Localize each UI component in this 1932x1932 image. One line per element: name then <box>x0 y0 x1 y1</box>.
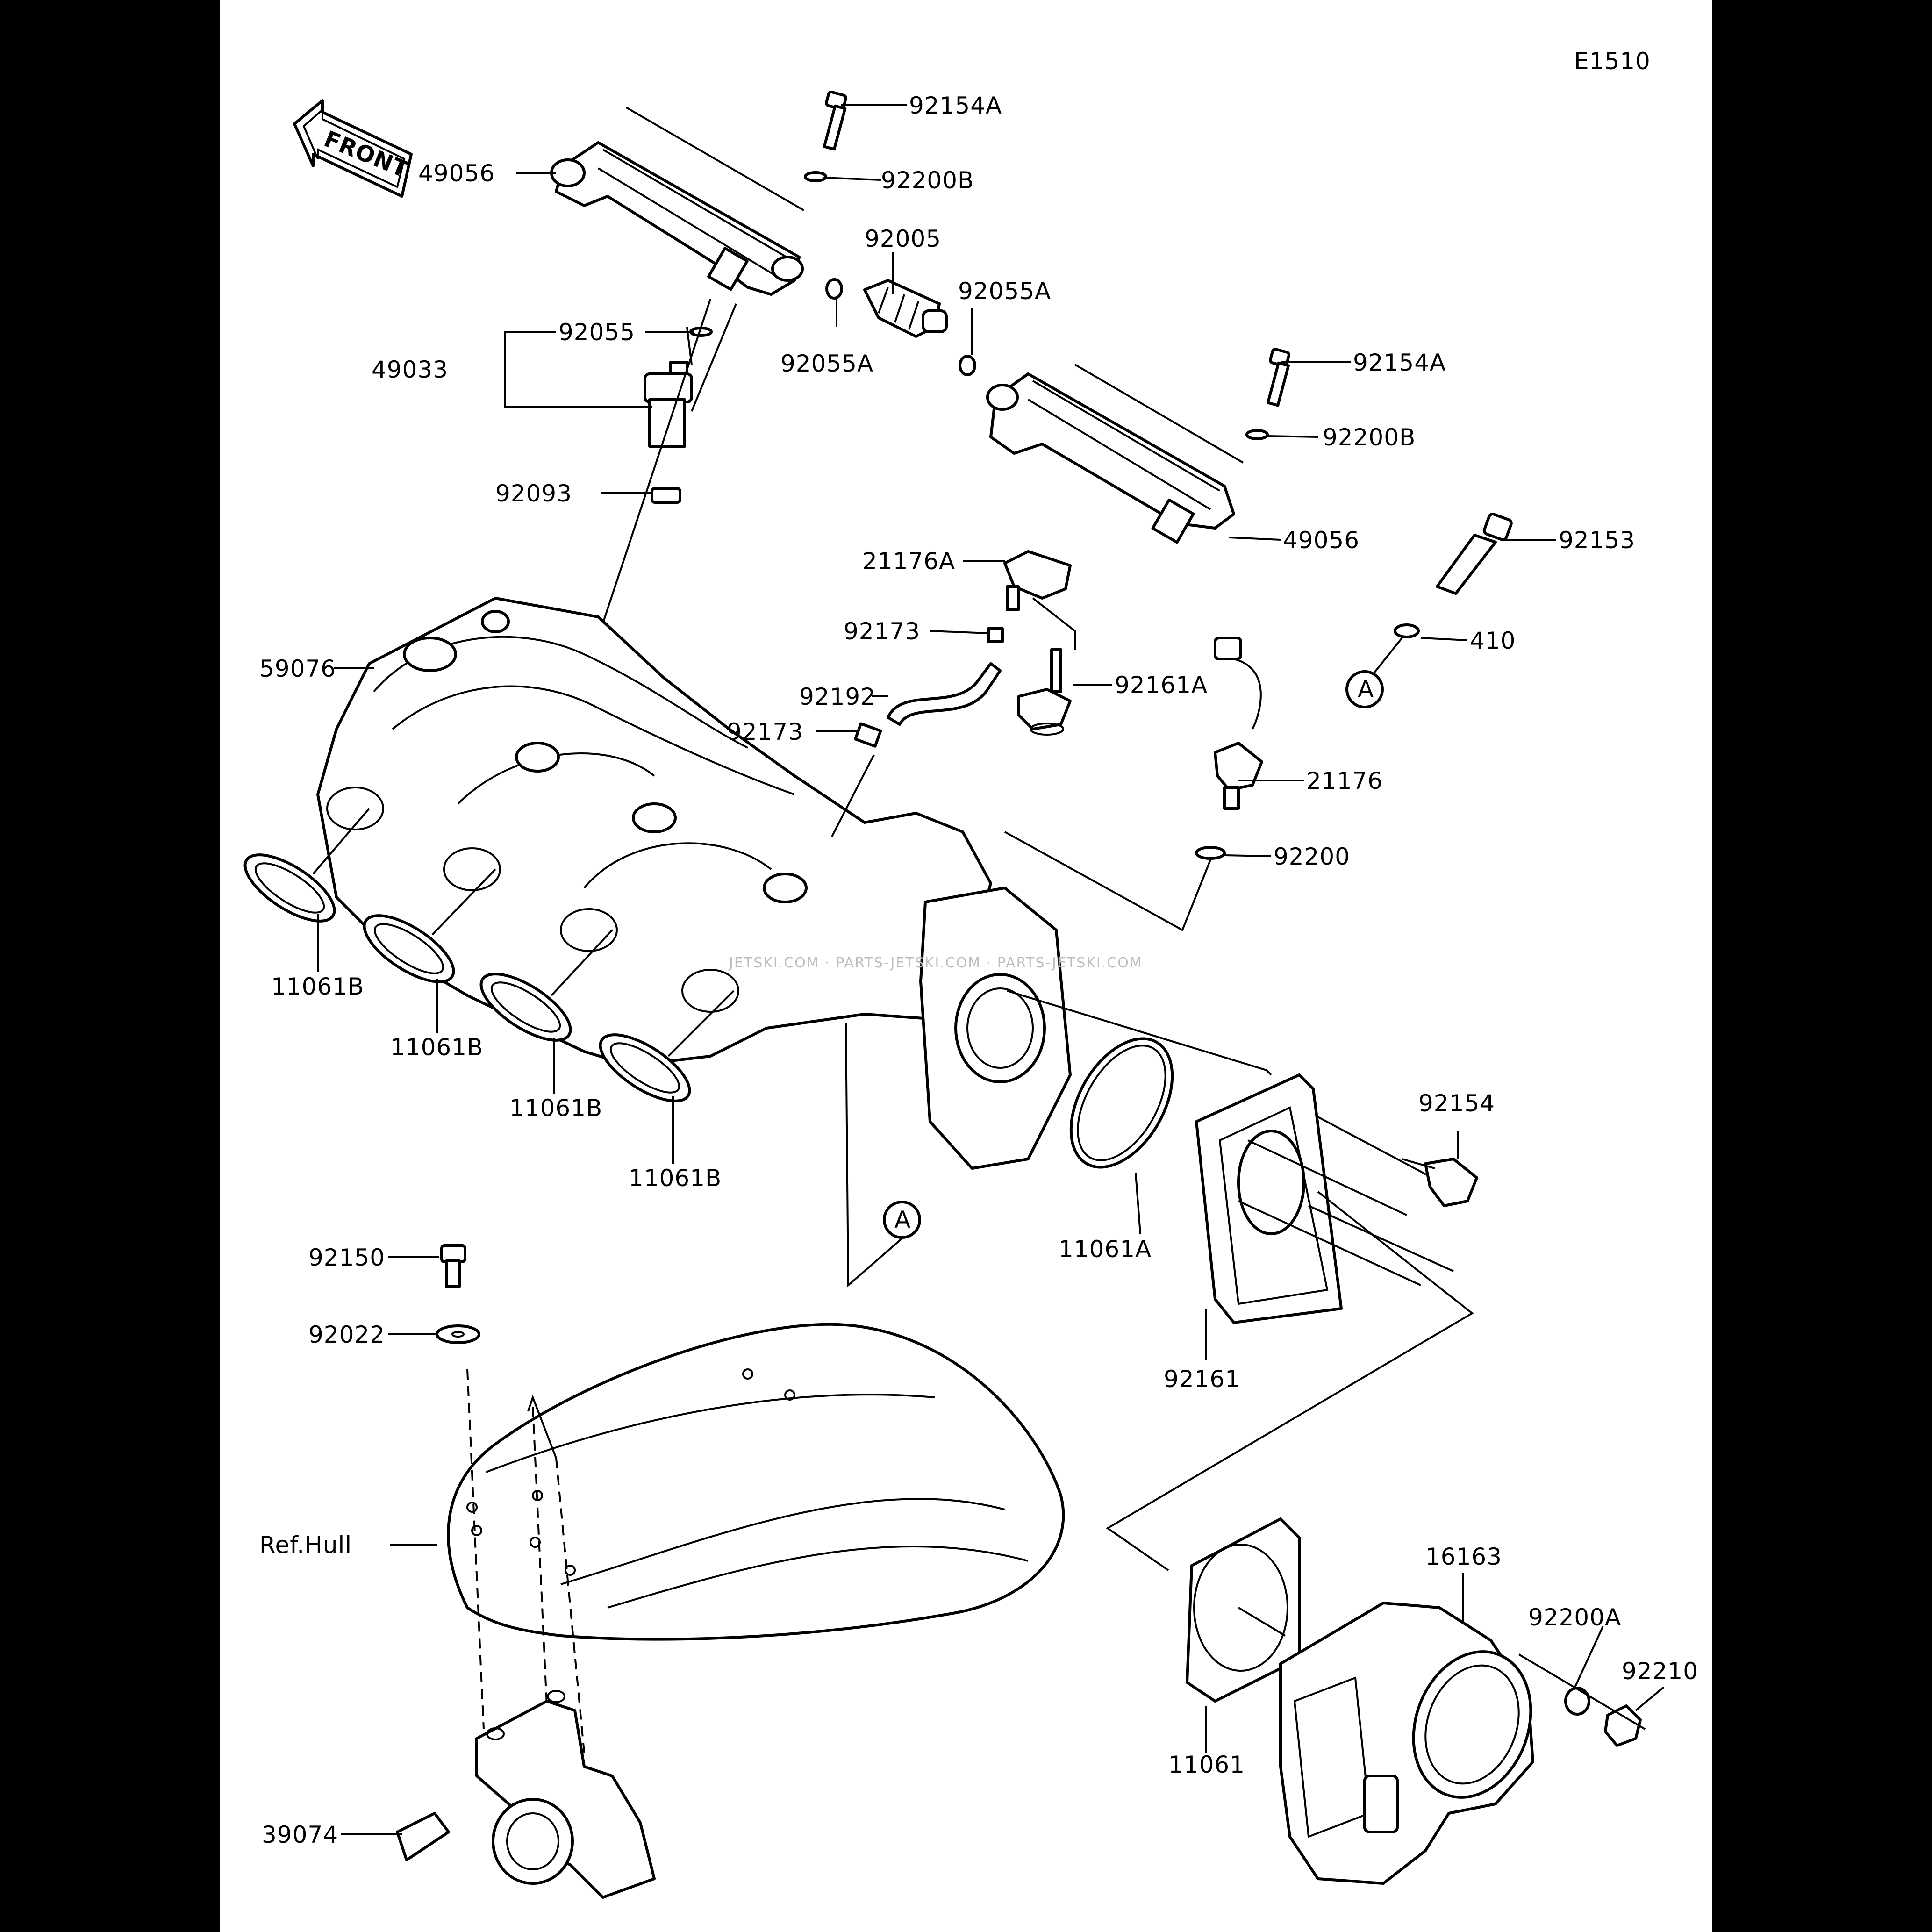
gasket-11061B-3 <box>479 973 572 1042</box>
sensor-21176 <box>1214 637 1263 810</box>
bolt-92153 <box>1436 513 1513 595</box>
clamp-92173-bottom <box>854 722 882 748</box>
washer-92022 <box>436 1324 480 1344</box>
washer-92200B-right <box>1245 429 1269 440</box>
seal-92093 <box>651 487 681 504</box>
callout-92200: 92200 <box>1274 843 1350 870</box>
bolt-92154 <box>1402 1158 1478 1207</box>
watermark: JETSKI.COM · PARTS-JETSKI.COM · PARTS-JE… <box>728 955 1143 971</box>
callout-92200A: 92200A <box>1528 1604 1621 1631</box>
callout-11061B-4: 11061B <box>629 1165 722 1192</box>
callout-92055A-right: 92055A <box>958 278 1051 305</box>
callout-92210: 92210 <box>1622 1658 1698 1685</box>
callout-410: 410 <box>1470 627 1516 654</box>
bolt-92154A-top <box>823 90 847 151</box>
callout-92161: 92161 <box>1164 1366 1240 1393</box>
reference-a-center: A <box>894 1206 911 1233</box>
callout-49056-left: 49056 <box>418 160 495 187</box>
bolt-92150 <box>440 1244 466 1288</box>
callout-49056-right: 49056 <box>1283 527 1360 554</box>
callout-11061B-2: 11061B <box>390 1034 483 1061</box>
callout-92154A-top: 92154A <box>909 92 1002 119</box>
diagram-code: E1510 <box>1574 48 1651 75</box>
callout-92150: 92150 <box>308 1244 385 1271</box>
spacer-plate-92161 <box>1195 1073 1468 1324</box>
callout-39074: 39074 <box>262 1821 338 1848</box>
throttle-body-16163 <box>1279 1602 1534 1885</box>
callout-92173-top: 92173 <box>844 618 920 645</box>
washer-92200A <box>1564 1687 1590 1716</box>
callout-92022: 92022 <box>308 1321 385 1348</box>
callout-92161A: 92161A <box>1115 672 1208 699</box>
callout-11061B-3: 11061B <box>509 1095 602 1122</box>
callout-92153: 92153 <box>1559 527 1635 554</box>
callout-11061B-1: 11061B <box>271 973 364 1000</box>
gasket-11061B-2 <box>363 914 455 983</box>
callout-92005: 92005 <box>865 225 941 252</box>
callout-59076: 59076 <box>259 655 336 682</box>
callout-21176A: 21176A <box>862 548 955 575</box>
callout-92154A-right: 92154A <box>1353 349 1446 376</box>
callout-92192: 92192 <box>799 683 876 710</box>
hull-reference <box>447 1323 1065 1641</box>
nut-92210 <box>1604 1704 1642 1747</box>
hose-92192 <box>887 662 1002 726</box>
o-ring-92055A-left <box>825 278 843 300</box>
front-arrow-icon: FRONT <box>293 99 413 198</box>
sensor-21176A <box>1003 550 1072 611</box>
callout-11061A: 11061A <box>1059 1236 1152 1263</box>
callout-92093: 92093 <box>495 480 572 507</box>
fuel-fitting-92005 <box>863 279 948 338</box>
sensor-39074 <box>396 1690 656 1899</box>
washer-92200B-top <box>804 171 827 182</box>
intake-manifold-59076 <box>316 597 1072 1170</box>
washer-92200 <box>1195 846 1226 860</box>
gasket-11061B-1 <box>243 853 336 923</box>
callout-21176: 21176 <box>1306 767 1383 794</box>
callout-92200B-top: 92200B <box>881 167 974 194</box>
reference-a-circle-top <box>1345 670 1384 708</box>
gasket-11061A <box>1069 1037 1174 1169</box>
callout-92200B-right: 92200B <box>1323 424 1416 451</box>
callout-92055: 92055 <box>558 319 635 346</box>
callout-49033: 49033 <box>372 356 448 383</box>
fuel-rail-right <box>986 372 1235 544</box>
clamp-92173-top <box>987 627 1004 643</box>
bolt-92154A-right <box>1266 348 1290 407</box>
fuel-injector-49033 <box>644 327 693 448</box>
callout-16163: 16163 <box>1425 1543 1502 1570</box>
callout-92055A-left: 92055A <box>780 350 873 377</box>
o-ring-92055A-right <box>959 355 976 376</box>
callout-92154: 92154 <box>1418 1090 1495 1117</box>
callout-92173-bottom: 92173 <box>727 718 803 745</box>
reference-a-top: A <box>1358 676 1374 703</box>
gasket-11061B-4 <box>599 1033 691 1102</box>
fuel-rail-left <box>550 141 804 296</box>
callout-ref-hull: Ref.Hull <box>259 1531 352 1559</box>
reference-a-circle-center <box>883 1201 921 1239</box>
washer-410 <box>1394 623 1420 638</box>
callout-11061: 11061 <box>1168 1751 1245 1778</box>
sensor-92161A <box>1017 648 1072 736</box>
